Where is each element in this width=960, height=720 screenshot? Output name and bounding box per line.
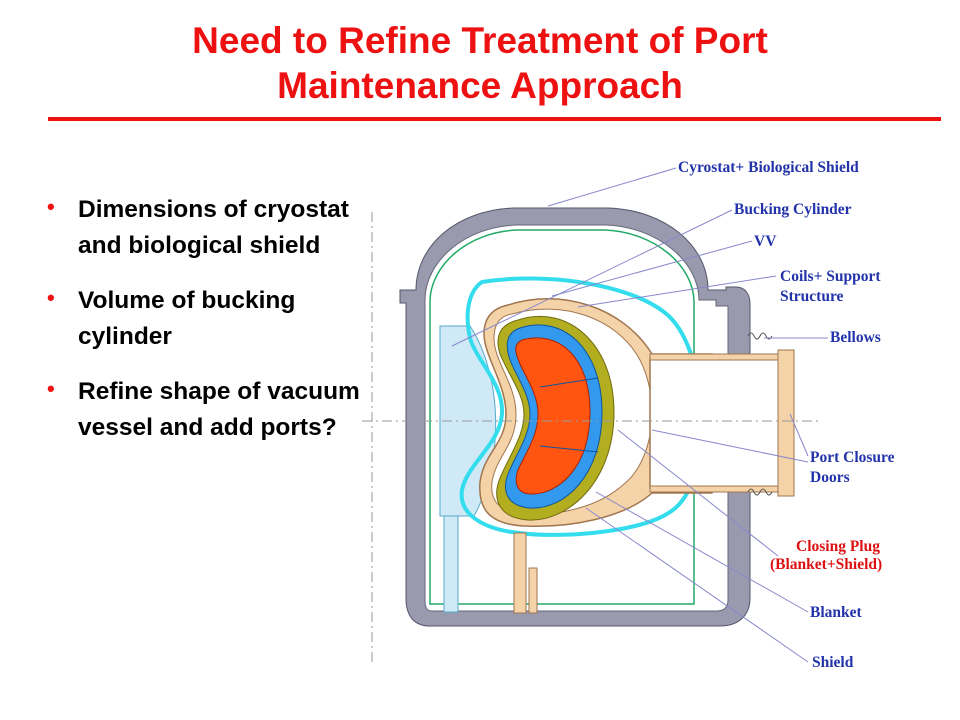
port-duct-wall-top [649, 353, 781, 361]
leader-line [789, 413, 809, 457]
support-leg [513, 532, 527, 614]
leader-line [547, 167, 677, 207]
bullet-item: • Volume of bucking cylinder [45, 283, 375, 355]
port-closure-door [777, 349, 795, 497]
label-cryostat: Cyrostat+ Biological Shield [678, 159, 859, 176]
leader-line [451, 209, 733, 347]
leader-line [651, 429, 809, 463]
label-closing-plug-1: Closing Plug [796, 538, 880, 555]
module-divider [539, 445, 599, 453]
title-line-2: Maintenance Approach [277, 65, 683, 106]
bullet-icon: • [47, 376, 55, 401]
slide-title: Need to Refine Treatment of Port Mainten… [0, 18, 960, 108]
leader-line [585, 507, 809, 663]
bullet-list: • Dimensions of cryostat and biological s… [45, 192, 375, 465]
inner-liner [429, 229, 695, 605]
bullet-item: • Dimensions of cryostat and biological s… [45, 192, 375, 264]
label-bellows: Bellows [830, 329, 881, 346]
label-bucking-cylinder: Bucking Cylinder [734, 201, 852, 218]
bullet-icon: • [47, 285, 55, 310]
leader-line [595, 491, 809, 613]
leader-line [551, 240, 753, 297]
label-port-closure-2: Doors [810, 469, 850, 486]
label-shield: Shield [812, 654, 854, 671]
leader-line [617, 429, 779, 557]
title-underline [48, 117, 941, 121]
leader-line [577, 275, 777, 308]
port-duct [649, 357, 781, 489]
label-coils-2: Structure [780, 288, 844, 305]
label-closing-plug-2: (Blanket+Shield) [770, 556, 882, 573]
module-divider [539, 377, 599, 388]
label-coils-1: Coils+ Support [780, 268, 881, 285]
leader-lines [451, 167, 828, 663]
bullet-item: • Refine shape of vacuum vessel and add p… [45, 374, 375, 446]
plasma-core [515, 337, 591, 495]
label-port-closure-1: Port Closure [810, 449, 895, 466]
bullet-text: Volume of bucking cylinder [78, 287, 296, 350]
bellows-bottom [747, 488, 773, 496]
title-line-1: Need to Refine Treatment of Port [192, 20, 768, 61]
bullet-icon: • [47, 194, 55, 219]
bullet-text: Dimensions of cryostat and biological sh… [78, 196, 349, 259]
bullet-text: Refine shape of vacuum vessel and add po… [78, 378, 360, 441]
bucking-cylinder-column [443, 515, 459, 613]
support-leg [528, 567, 538, 614]
label-blanket: Blanket [810, 604, 863, 621]
label-vv: VV [754, 233, 777, 250]
